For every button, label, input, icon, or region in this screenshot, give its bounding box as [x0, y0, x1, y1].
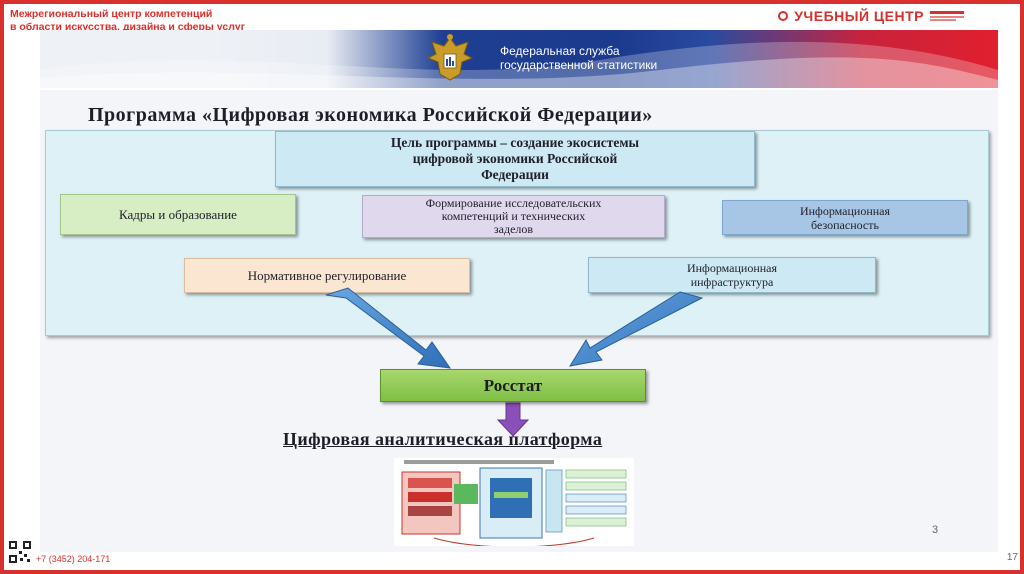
goal-line3: Федерации — [481, 167, 549, 182]
slide-page-number: 3 — [932, 524, 939, 536]
platform-title: Цифровая аналитическая платформа — [283, 429, 603, 449]
contact-phone: +7 (3452) 204-171 — [36, 554, 111, 564]
training-center-sublogo — [930, 10, 964, 23]
goal-line1: Цель программы – создание экосистемы — [390, 135, 640, 150]
right-blue-arrow — [568, 291, 704, 367]
purple-down-arrow — [496, 402, 530, 437]
org-name-line1: Межрегиональный центр компетенций — [10, 8, 213, 20]
box-security-line1: Информационная — [799, 203, 891, 218]
box-infra-line2: инфраструктура — [690, 275, 774, 289]
box-security-line2: безопасность — [811, 217, 879, 232]
rosstat-box: Росстат — [380, 369, 646, 402]
footer-page-number: 17 — [1006, 552, 1018, 563]
box-information-security: Информационная безопасность — [722, 200, 968, 235]
agency-name: Федеральная служба государственной стати… — [500, 44, 657, 72]
box-regulation: Нормативное регулирование — [184, 258, 470, 293]
box-staff-education-label: Кадры и образование — [119, 206, 237, 222]
presentation-slide: Федеральная служба государственной стати… — [40, 30, 998, 552]
qr-code-icon — [8, 540, 32, 564]
flow-arrows — [325, 287, 704, 437]
agency-name-line2: государственной статистики — [500, 58, 658, 72]
box-research-line2: компетенций и технических — [441, 209, 586, 223]
box-research-line3: заделов — [493, 222, 534, 236]
box-staff-education: Кадры и образование — [60, 194, 296, 235]
logo-circle-icon — [778, 11, 789, 21]
double-headed-eagle-emblem-icon — [426, 34, 474, 81]
left-blue-arrow — [325, 287, 452, 369]
rosstat-banner: Федеральная служба государственной стати… — [40, 30, 998, 88]
platform-diagram-thumbnail — [394, 458, 634, 546]
slide-title: Программа «Цифровая экономика Российской… — [88, 104, 653, 126]
box-infra-line1: Информационная — [686, 261, 778, 275]
box-information-infrastructure: Информационная инфраструктура — [588, 257, 876, 293]
box-regulation-label: Нормативное регулирование — [247, 267, 407, 283]
rosstat-label: Росстат — [483, 375, 543, 395]
program-goal-box: Цель программы – создание экосистемы циф… — [275, 131, 755, 187]
agency-name-line1: Федеральная служба — [500, 44, 620, 58]
goal-line2: цифровой экономики Российской — [412, 151, 618, 166]
training-center-name: УЧЕБНЫЙ ЦЕНТР — [794, 8, 924, 24]
box-research-competencies: Формирование исследовательских компетенц… — [362, 195, 665, 238]
training-center-logo: УЧЕБНЫЙ ЦЕНТР — [778, 8, 964, 24]
box-research-line1: Формирование исследовательских — [425, 196, 602, 210]
